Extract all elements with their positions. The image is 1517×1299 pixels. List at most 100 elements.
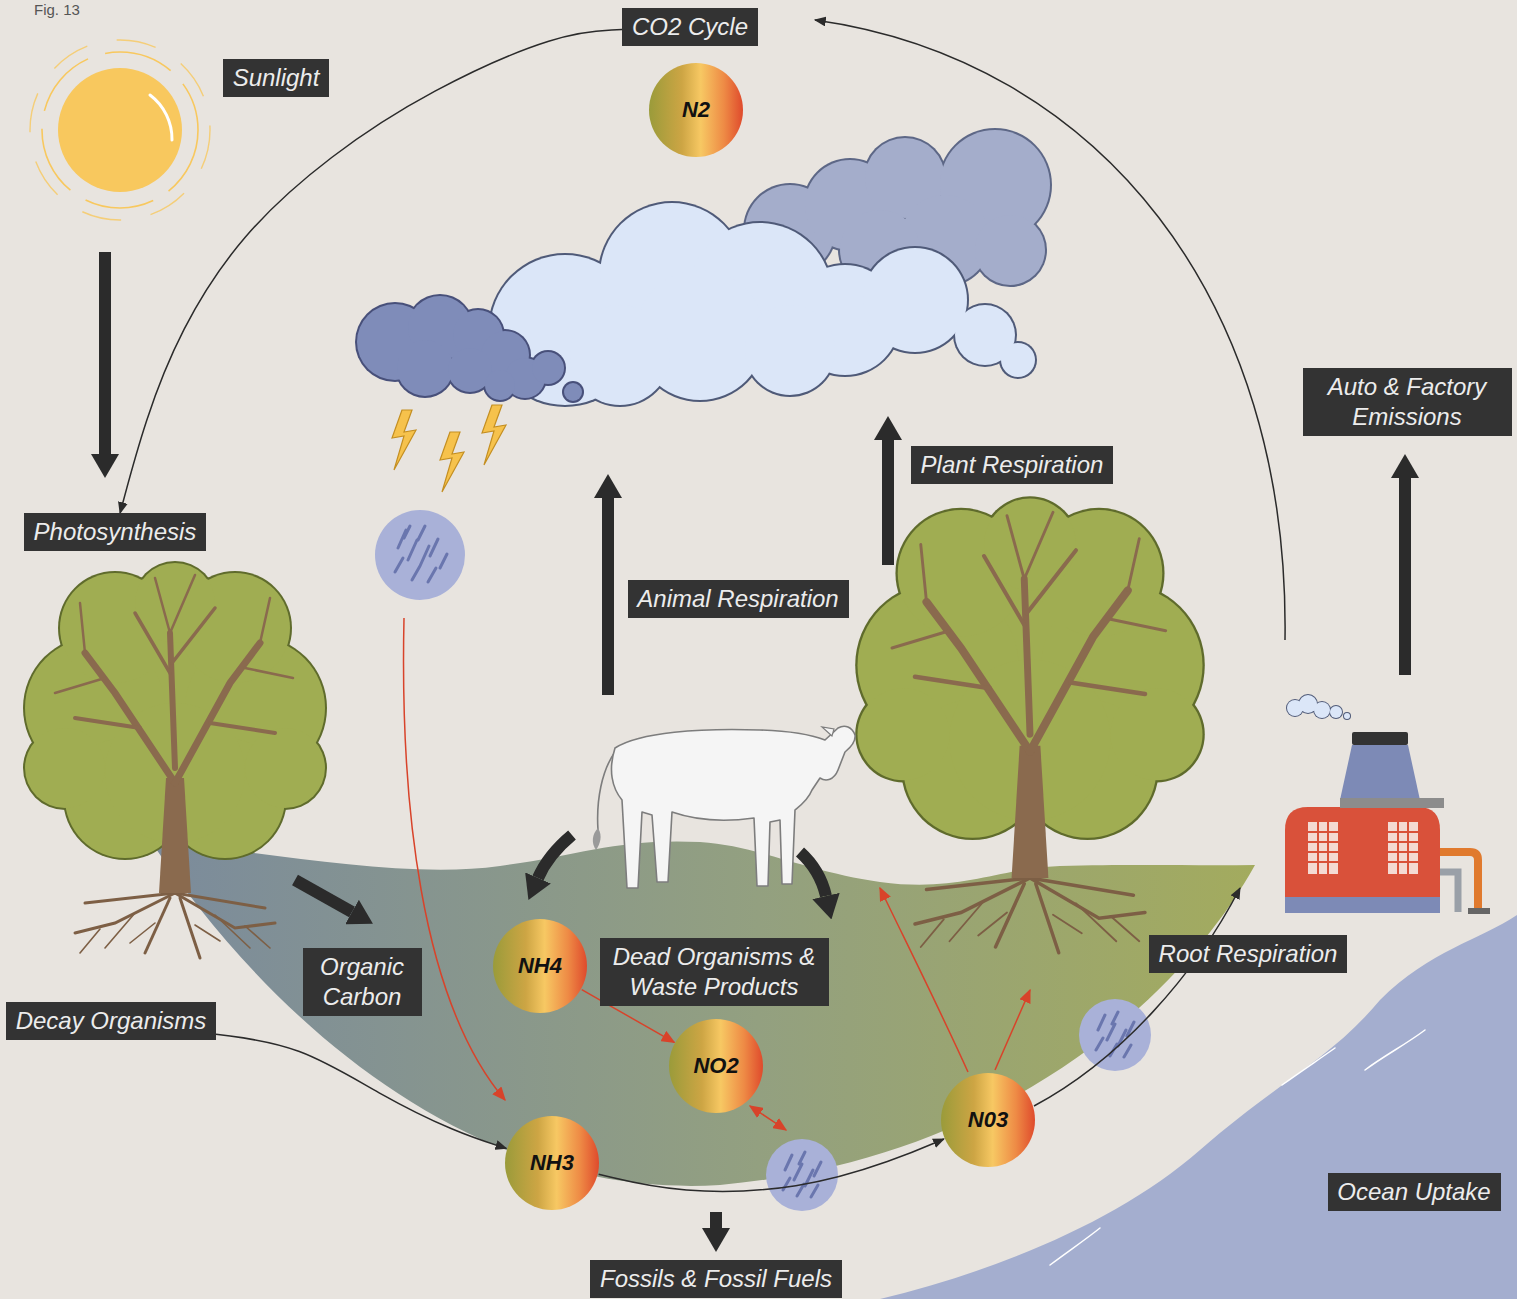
figure-number: Fig. 13 <box>34 1 80 18</box>
label-box: Dead Organisms & Waste Products <box>600 938 829 1006</box>
cow-ear <box>822 727 834 736</box>
nitrogen-arrow <box>995 990 1030 1070</box>
ocean-wave <box>1365 1030 1425 1070</box>
molecule-disc <box>941 1073 1035 1167</box>
cycle-arc <box>1034 888 1240 1106</box>
molecule-disc <box>493 919 587 1013</box>
process-label: Auto & Factory Emissions <box>1312 372 1502 432</box>
molecule-formula: NH4 <box>518 953 562 979</box>
process-label: Organic Carbon <box>312 952 412 1012</box>
bacteria-strands <box>1096 1012 1134 1057</box>
process-label: CO2 Cycle <box>631 12 749 42</box>
smoke-puff <box>1314 702 1330 718</box>
molecule-circle: NH4 <box>492 918 588 1014</box>
cow <box>611 726 855 888</box>
process-label: Decay Organisms <box>15 1006 207 1036</box>
cycle-arrow <box>120 30 622 513</box>
sunlight-arrow <box>99 252 111 454</box>
molecule-disc <box>649 63 743 157</box>
label-box: Photosynthesis <box>24 513 206 551</box>
bacteria <box>766 1139 838 1211</box>
lightning-bolt <box>392 410 416 470</box>
cloud-puff <box>564 383 582 401</box>
cloud-puff <box>1001 343 1035 377</box>
label-box: Plant Respiration <box>911 446 1113 484</box>
cycle-arrow <box>216 1034 506 1148</box>
molecule-formula: N03 <box>968 1107 1008 1133</box>
factory-window <box>1388 822 1418 874</box>
chimney <box>1340 745 1420 800</box>
molecule-circle: N2 <box>648 62 744 158</box>
cycle-arc <box>815 20 1285 640</box>
label-box: Animal Respiration <box>628 580 849 618</box>
cloud-puff <box>397 340 453 396</box>
respiration-arrow <box>882 440 894 565</box>
molecule-circle: N03 <box>940 1072 1036 1168</box>
tree <box>23 561 327 958</box>
cow-tail-tuft <box>593 828 601 850</box>
cloud-puff <box>863 248 967 352</box>
connectors <box>120 30 944 1192</box>
tree <box>855 496 1205 953</box>
label-box: Root Respiration <box>1149 935 1347 973</box>
factory-body <box>1285 807 1440 905</box>
nitrogen-arrow <box>750 1106 786 1130</box>
process-label: Fossils & Fossil Fuels <box>599 1264 833 1294</box>
ocean-wave <box>1050 1228 1100 1265</box>
label-box: Decay Organisms <box>6 1002 216 1040</box>
factory-window <box>1308 822 1338 874</box>
label-box: Ocean Uptake <box>1328 1173 1501 1211</box>
process-label: Photosynthesis <box>33 517 197 547</box>
cloud-puff <box>532 352 564 384</box>
process-label: Ocean Uptake <box>1337 1177 1492 1207</box>
bacteria-strands <box>395 526 447 582</box>
molecule-circle: NO2 <box>668 1018 764 1114</box>
smoke-outline <box>1343 712 1351 720</box>
window-grid <box>1308 822 1418 874</box>
process-label: Sunlight <box>232 63 320 93</box>
factory-base <box>1285 897 1440 913</box>
molecule-circle: NH3 <box>504 1115 600 1211</box>
pipe-foot <box>1468 908 1490 914</box>
factory-roof <box>1340 798 1444 808</box>
process-label: Plant Respiration <box>920 450 1104 480</box>
bacteria <box>375 510 465 600</box>
cloud-puff <box>745 305 835 395</box>
smoke-puff <box>1330 706 1342 718</box>
process-label: Root Respiration <box>1158 939 1338 969</box>
molecule-formula: N2 <box>682 97 710 123</box>
ocean <box>880 915 1517 1299</box>
label-box: Auto & Factory Emissions <box>1303 368 1512 436</box>
process-label: Animal Respiration <box>637 584 840 614</box>
sun <box>58 68 182 192</box>
lightning-bolt <box>482 405 506 465</box>
label-box: Sunlight <box>223 59 329 97</box>
lightning-bolt <box>440 432 464 492</box>
bacteria <box>1079 999 1151 1071</box>
label-box: Organic Carbon <box>303 948 422 1016</box>
cloud-puff <box>485 370 515 400</box>
label-box: Fossils & Fossil Fuels <box>590 1260 842 1298</box>
respiration-arrow <box>602 498 614 695</box>
nitrogen-arrow <box>880 888 968 1072</box>
ocean-wave <box>1282 1048 1335 1085</box>
sun-ring <box>42 52 198 208</box>
bacteria-strands <box>783 1152 821 1197</box>
waste-arrow <box>538 835 572 878</box>
emission-arrow <box>1399 478 1411 675</box>
carbon-arrow <box>295 880 352 912</box>
smoke-outline <box>1329 705 1343 719</box>
fossil-arrow <box>710 1212 722 1228</box>
molecule-disc <box>669 1019 763 1113</box>
chimney-cap <box>1352 732 1408 745</box>
nitrogen-arrow <box>404 618 505 1100</box>
process-label: Dead Organisms & Waste Products <box>609 942 819 1002</box>
cloud-outline <box>562 381 584 403</box>
smoke-puff <box>1344 713 1350 719</box>
land <box>150 840 1255 1186</box>
